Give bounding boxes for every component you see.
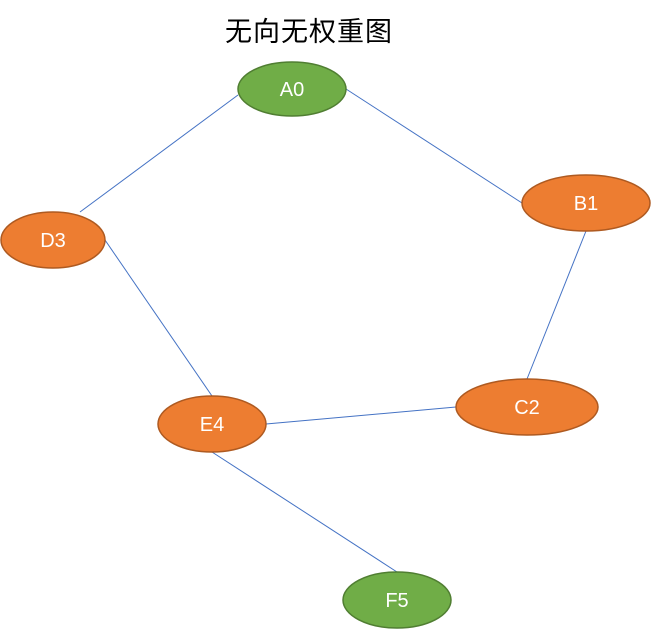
node-label: D3 [40, 230, 66, 252]
node-d3: D3 [0, 211, 106, 269]
node-shape [0, 211, 106, 269]
diagram-title: 无向无权重图 [225, 17, 393, 48]
node-shape [342, 571, 452, 629]
node-a0: A0 [237, 61, 347, 117]
node-label: A0 [280, 79, 304, 101]
node-f5: F5 [342, 571, 452, 629]
node-c2: C2 [455, 378, 599, 436]
node-b1: B1 [521, 174, 651, 232]
edge-d3-e4 [104, 239, 213, 397]
node-label: E4 [200, 414, 224, 436]
node-shape [521, 174, 651, 232]
edge-b1-c2 [526, 230, 587, 380]
edge-a0-b1 [345, 88, 523, 204]
node-label: F5 [385, 590, 408, 612]
node-label: B1 [574, 193, 598, 215]
node-shape [237, 61, 347, 117]
node-label: C2 [514, 397, 540, 419]
node-shape [455, 378, 599, 436]
edge-e4-f5 [211, 451, 398, 573]
edge-a0-d3 [79, 94, 239, 213]
node-e4: E4 [157, 395, 267, 453]
node-shape [157, 395, 267, 453]
edges-layer [79, 88, 587, 573]
edge-c2-e4 [265, 406, 457, 425]
